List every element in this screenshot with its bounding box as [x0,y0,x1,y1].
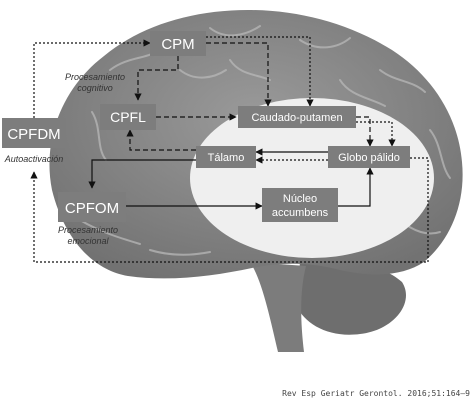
node-cpfl: CPFL [100,104,156,130]
node-caudado-box [238,106,356,128]
annotation-proc-cognitivo-2: cognitivo [77,83,113,93]
node-cpfl-label: CPFL [110,109,146,125]
annotation-proc-cognitivo-1: Procesamiento [65,72,125,82]
node-caudado-label: Caudado-putamen [251,112,342,124]
arrow-cpm-to-cpfl [134,56,179,101]
node-cpm: CPM [150,31,206,56]
node-cpfdm: CPFDM [2,118,66,148]
node-talamo-label: Tálamo [208,152,245,164]
node-nucleo-label-line1: Núcleo [283,193,317,205]
arrow-cpm-to-globo [206,36,314,107]
arrow-caudado-to-globo-1 [356,116,374,147]
annotation-autoactivacion: Autoactivación [4,154,64,164]
annotation-proc-emocional-1: Procesamiento [58,225,118,235]
node-globo: Globo pálido [328,146,410,168]
arrow-cpm-to-caudado [206,42,272,107]
node-cpfl-box [100,104,156,130]
connections [30,36,429,263]
node-cpfom: CPFOM [58,192,126,222]
node-cpfdm-box [2,118,66,148]
brain-illustration [49,10,463,352]
node-nucleo-label-line2: accumbens [272,207,329,219]
node-cpm-label: CPM [161,36,194,53]
citation-text: Rev Esp Geriatr Gerontol. 2016;51:164–9 [282,389,470,398]
node-cpfom-label: CPFOM [65,200,119,217]
node-cpfdm-label: CPFDM [7,126,60,143]
node-cpfom-box [58,192,126,222]
node-talamo-box [196,146,256,168]
annotation-proc-emocional-2: emocional [67,236,109,246]
cerebellum-shape [296,259,406,335]
basal-ganglia-region [190,98,434,258]
arrow-caudado-to-globo-2 [356,121,396,147]
arrow-cpfdm-to-cpm [33,39,151,118]
arrow-talamo-to-cpfl [126,129,196,151]
node-nucleo: Núcleo accumbens [262,188,338,222]
arrow-globo-to-cpfdm [30,157,429,263]
node-caudado: Caudado-putamen [238,106,356,128]
node-talamo: Tálamo [196,146,256,168]
arrow-talamo-to-cpfom [88,159,196,189]
node-globo-label: Globo pálido [338,152,400,164]
node-globo-box [328,146,410,168]
brainstem-shape [250,262,306,352]
node-cpm-box [150,31,206,56]
arrow-nucleo-to-globo [338,167,374,207]
node-nucleo-box [262,188,338,222]
